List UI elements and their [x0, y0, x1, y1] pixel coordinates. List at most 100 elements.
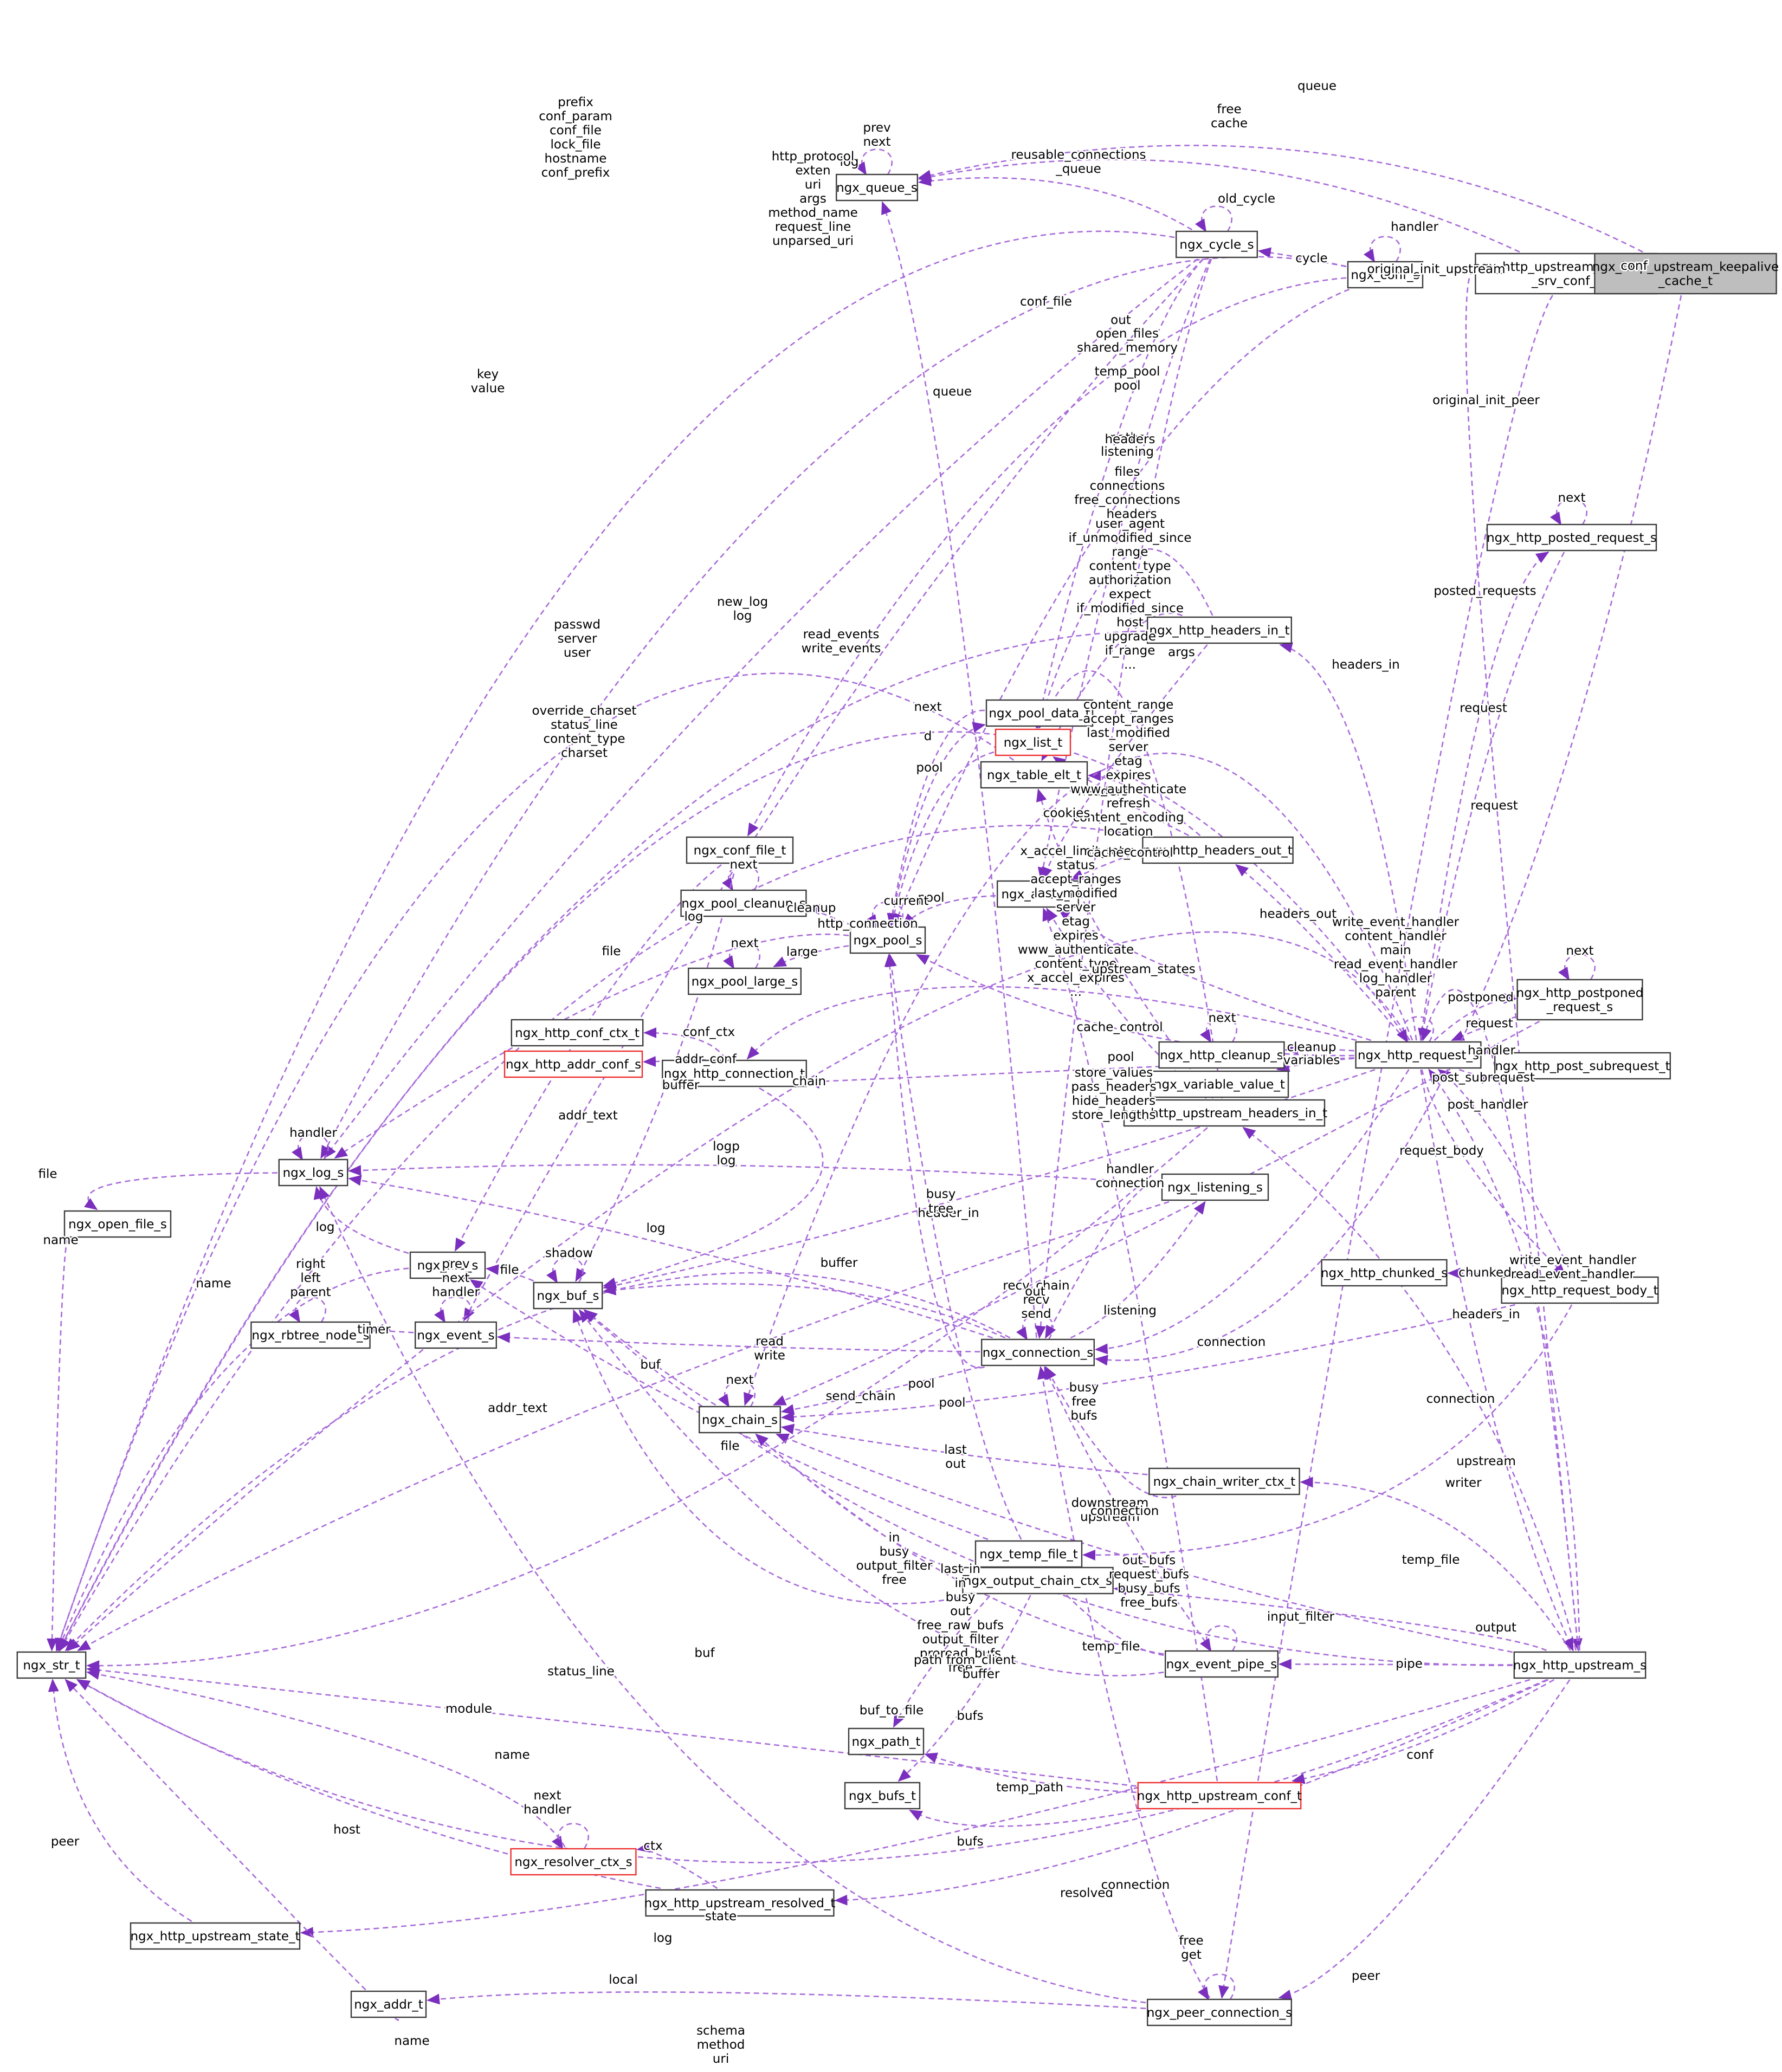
graph-node-pclean[interactable]: ngx_pool_cleanup_s — [680, 889, 807, 917]
node-box[interactable] — [698, 1406, 781, 1434]
graph-node-ev[interactable]: ngx_event_s — [415, 1321, 498, 1349]
graph-node-buf[interactable]: ngx_buf_s — [533, 1281, 603, 1310]
node-box[interactable] — [661, 1059, 807, 1087]
graph-node-pdata[interactable]: ngx_pool_data_t — [985, 699, 1094, 727]
node-box[interactable] — [278, 1158, 348, 1187]
node-box[interactable] — [980, 761, 1088, 789]
graph-node-aconf[interactable]: ngx_http_addr_conf_s — [503, 1050, 643, 1078]
node-box[interactable] — [1164, 1650, 1279, 1678]
graph-node-hclean[interactable]: ngx_http_cleanup_s — [1158, 1041, 1285, 1069]
graph-node-psub[interactable]: ngx_http_post_subrequest_t — [1494, 1052, 1671, 1080]
node-box[interactable] — [510, 1848, 637, 1876]
graph-node-file[interactable]: ngx_file_s — [409, 1251, 486, 1279]
node-box[interactable] — [1516, 979, 1643, 1021]
node-box[interactable] — [962, 1566, 1114, 1595]
graph-node-list[interactable]: ngx_list_t — [995, 728, 1071, 756]
node-box[interactable] — [1494, 1052, 1671, 1080]
node-box[interactable] — [1594, 252, 1777, 295]
graph-node-bufs[interactable]: ngx_bufs_t — [844, 1782, 921, 1810]
edge-label: file — [500, 1263, 519, 1277]
graph-node-chain[interactable]: ngx_chain_s — [698, 1406, 781, 1434]
node-box[interactable] — [686, 836, 794, 864]
node-box[interactable] — [1146, 616, 1292, 644]
graph-node-path[interactable]: ngx_path_t — [848, 1727, 925, 1756]
graph-node-kalcache[interactable]: ngx_http_upstream_keepalive_cache_t — [1592, 252, 1779, 295]
graph-node-hout[interactable]: ngx_http_headers_out_t — [1142, 836, 1294, 864]
graph-node-ofile[interactable]: ngx_open_file_s — [63, 1210, 172, 1238]
node-box[interactable] — [848, 1727, 925, 1756]
graph-node-rslv[interactable]: ngx_resolver_ctx_s — [510, 1848, 637, 1876]
node-box[interactable] — [995, 728, 1071, 756]
node-box[interactable] — [1142, 836, 1294, 864]
graph-node-addr[interactable]: ngx_addr_t — [350, 1990, 427, 2018]
graph-node-plarge[interactable]: ngx_pool_large_s — [687, 967, 802, 995]
graph-node-ups[interactable]: ngx_http_upstream_s — [1513, 1651, 1647, 1679]
node-box[interactable] — [511, 1019, 644, 1047]
node-box[interactable] — [1150, 1070, 1289, 1098]
node-box[interactable] — [985, 699, 1094, 727]
node-box[interactable] — [1161, 1173, 1269, 1201]
node-box[interactable] — [1501, 1276, 1659, 1304]
graph-node-req[interactable]: ngx_http_request_s — [1355, 1041, 1482, 1069]
graph-node-telt[interactable]: ngx_table_elt_t — [980, 761, 1088, 789]
graph-node-hin[interactable]: ngx_http_headers_in_t — [1146, 616, 1292, 644]
graph-node-uconf[interactable]: ngx_http_upstream_conf_t — [1137, 1782, 1302, 1810]
graph-node-chunk[interactable]: ngx_http_chunked_s — [1321, 1259, 1448, 1287]
node-box[interactable] — [687, 967, 802, 995]
node-box[interactable] — [980, 1338, 1095, 1367]
graph-node-str[interactable]: ngx_str_t — [16, 1651, 87, 1679]
node-box[interactable] — [250, 1321, 371, 1349]
graph-node-cctx[interactable]: ngx_http_conf_ctx_t — [511, 1019, 644, 1047]
node-box[interactable] — [849, 926, 926, 954]
graph-node-cfile[interactable]: ngx_conf_file_t — [686, 836, 794, 864]
graph-node-rbody[interactable]: ngx_http_request_body_t — [1501, 1276, 1659, 1304]
node-box[interactable] — [1513, 1651, 1647, 1679]
graph-node-pipe[interactable]: ngx_event_pipe_s — [1164, 1650, 1279, 1678]
graph-node-cycle[interactable]: ngx_cycle_s — [1175, 230, 1258, 258]
node-box[interactable] — [409, 1251, 486, 1279]
graph-node-listen[interactable]: ngx_listening_s — [1161, 1173, 1269, 1201]
node-label: ngx_variable_value_t — [1154, 1078, 1285, 1092]
node-box[interactable] — [1123, 1099, 1326, 1127]
node-box[interactable] — [645, 1889, 835, 1917]
node-box[interactable] — [680, 889, 807, 917]
node-box[interactable] — [1355, 1041, 1482, 1069]
node-box[interactable] — [130, 1922, 301, 1950]
node-box[interactable] — [503, 1050, 643, 1078]
graph-node-hconn[interactable]: ngx_http_connection_t — [661, 1059, 807, 1087]
graph-node-uhin[interactable]: ngx_http_upstream_headers_in_t — [1121, 1099, 1327, 1127]
node-box[interactable] — [533, 1281, 603, 1310]
node-box[interactable] — [350, 1990, 427, 2018]
node-box[interactable] — [1486, 523, 1657, 552]
graph-node-arr[interactable]: ngx_array_t — [996, 880, 1079, 908]
graph-node-rsld[interactable]: ngx_http_upstream_resolved_t — [644, 1889, 836, 1917]
node-box[interactable] — [1347, 261, 1424, 289]
node-box[interactable] — [1148, 1467, 1300, 1495]
node-box[interactable] — [16, 1651, 87, 1679]
node-box[interactable] — [996, 880, 1079, 908]
graph-node-ustate[interactable]: ngx_http_upstream_state_t — [130, 1922, 301, 1950]
node-box[interactable] — [1321, 1259, 1448, 1287]
graph-node-tfile[interactable]: ngx_temp_file_t — [974, 1540, 1083, 1568]
graph-node-posted[interactable]: ngx_http_posted_request_s — [1486, 523, 1657, 552]
node-box[interactable] — [415, 1321, 498, 1349]
graph-node-log[interactable]: ngx_log_s — [278, 1158, 348, 1187]
graph-node-vval[interactable]: ngx_variable_value_t — [1150, 1070, 1289, 1098]
node-box[interactable] — [835, 173, 918, 202]
graph-node-octx[interactable]: ngx_output_chain_ctx_s — [962, 1566, 1114, 1595]
graph-node-peer[interactable]: ngx_peer_connection_s — [1146, 1998, 1292, 2026]
graph-node-pool[interactable]: ngx_pool_s — [849, 926, 926, 954]
graph-node-rbt[interactable]: ngx_rbtree_node_s — [250, 1321, 371, 1349]
node-box[interactable] — [1137, 1782, 1302, 1810]
graph-node-postp[interactable]: ngx_http_postponed_request_s — [1516, 979, 1644, 1021]
node-box[interactable] — [1158, 1041, 1285, 1069]
graph-node-conf[interactable]: ngx_conf_s — [1347, 261, 1424, 289]
node-box[interactable] — [1175, 230, 1258, 258]
edge-label: temp_file — [1402, 1553, 1460, 1567]
graph-node-q[interactable]: ngx_queue_s — [835, 173, 918, 202]
node-box[interactable] — [1146, 1998, 1292, 2026]
node-box[interactable] — [844, 1782, 921, 1810]
node-box[interactable] — [63, 1210, 172, 1238]
graph-node-conn[interactable]: ngx_connection_s — [980, 1338, 1095, 1367]
graph-node-cw[interactable]: ngx_chain_writer_ctx_t — [1148, 1467, 1300, 1495]
